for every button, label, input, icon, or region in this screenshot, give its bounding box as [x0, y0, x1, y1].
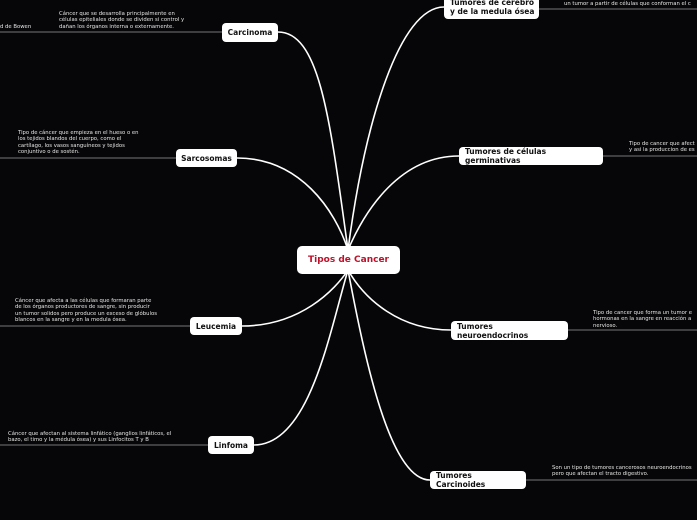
node-label: Linfoma [214, 440, 248, 450]
leucemia-description: Cáncer que afecta a las células que form… [15, 298, 157, 323]
node-label: Carcinoma [227, 28, 273, 37]
node-tumores-cerebro[interactable]: Tumores de cerebro y de la medula ósea [444, 0, 539, 19]
node-linfoma[interactable]: Linfoma [208, 436, 254, 454]
carcinoides-description: Son un tipo de tumores cancerosos neuroe… [552, 465, 692, 478]
node-sarcosomas[interactable]: Sarcosomas [176, 149, 237, 167]
linfoma-description: Cáncer que afectan al sistema linfático … [8, 431, 172, 444]
carcinoma-subtopic-text: d de Bowen [0, 24, 32, 30]
node-label: Leucemia [195, 321, 237, 331]
central-topic[interactable]: Tipos de Cancer [297, 246, 400, 274]
carcinoma-description: Cáncer que se desarrolla principalmente … [59, 11, 185, 30]
node-tumores-germinativas[interactable]: Tumores de células germinativas [459, 147, 603, 165]
node-tumores-neuroendocrinos[interactable]: Tumores neuroendocrinos [451, 321, 568, 340]
node-label: Tumores de cerebro y de la medula ósea [450, 0, 535, 16]
sarcosomas-description: Tipo de cáncer que empieza en el hueso o… [18, 130, 139, 155]
tumores-cerebro-description: un tumor a partir de células que conform… [564, 1, 691, 7]
central-topic-label: Tipos de Cancer [308, 255, 389, 265]
node-label: Tumores de células germinativas [465, 147, 547, 165]
node-leucemia[interactable]: Leucemia [190, 317, 242, 335]
node-carcinoma[interactable]: Carcinoma [222, 23, 278, 42]
node-label: Tumores neuroendocrinos [457, 321, 529, 340]
node-label: Sarcosomas [181, 153, 232, 163]
node-tumores-carcinoides[interactable]: Tumores Carcinoides [430, 471, 526, 489]
node-label: Tumores Carcinoides [436, 471, 486, 489]
neuroendocrinos-description: Tipo de cancer que forma un tumor e horm… [593, 310, 692, 329]
germinativas-description: Tipo de cancer que afect y asi la produc… [629, 141, 695, 154]
